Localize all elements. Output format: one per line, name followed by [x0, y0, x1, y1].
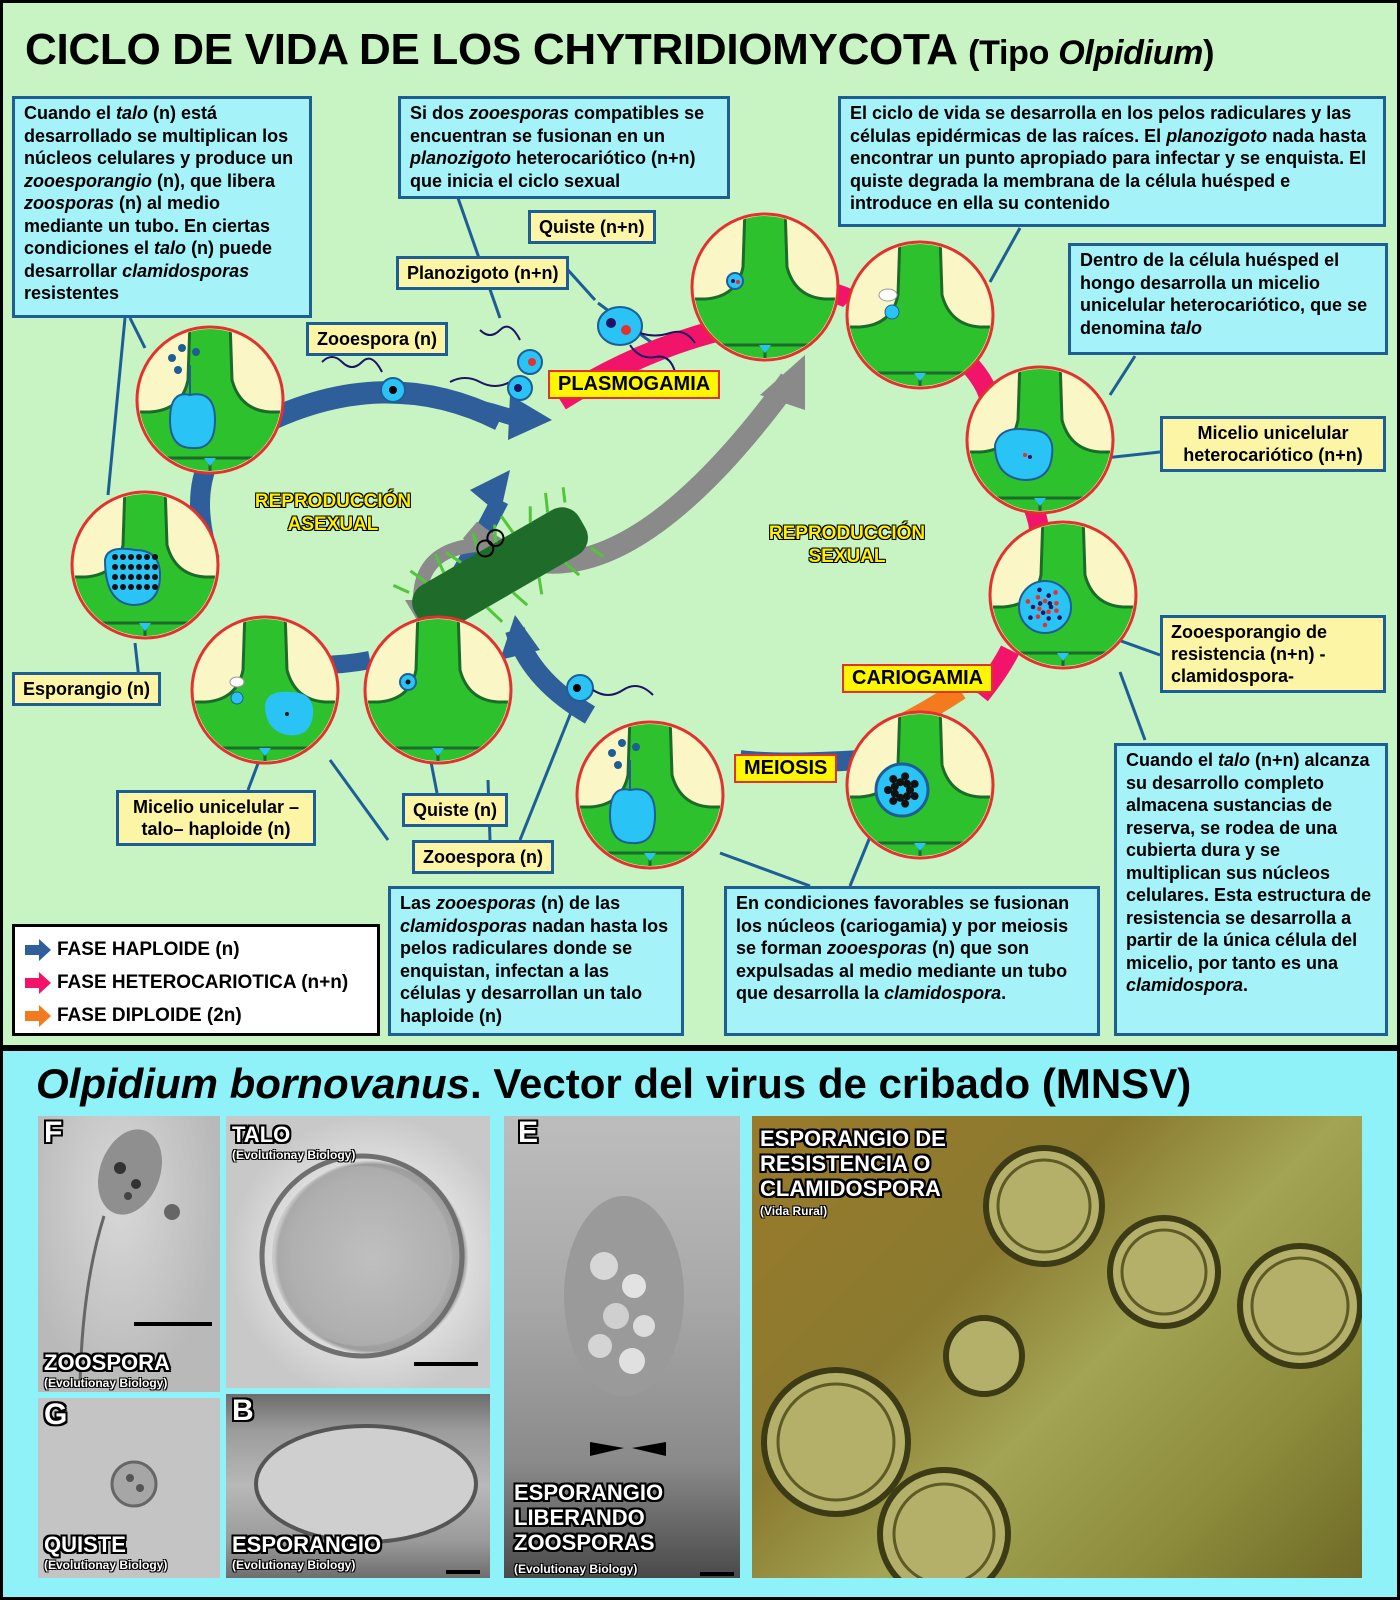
cycle-description-box: El ciclo de vida se desarrolla en los pe… — [838, 96, 1386, 227]
host-cell-circle — [690, 212, 840, 362]
photo-esporangio-liberando: E ESPORANGIO LIBERANDO ZOOSPORAS (Evolut… — [502, 1114, 742, 1580]
host-cell-circle — [965, 365, 1115, 515]
label-reproduccion-sexual: REPRODUCCIÓN SEXUAL — [768, 523, 926, 567]
label-micelio-heterocariotico: Micelio unicelular heterocariótico (n+n) — [1160, 416, 1386, 472]
zoospora-cell-drawing — [78, 1129, 180, 1387]
host-cell-circle — [190, 615, 340, 765]
legend-label: FASE DIPLOIDE (2n) — [57, 1004, 242, 1026]
legend-arrow-icon — [25, 971, 51, 994]
legend-item: FASE HAPLOIDE (n) — [23, 933, 369, 966]
legend: FASE HAPLOIDE (n) FASE HETEROCARIOTICA (n… — [12, 924, 380, 1036]
label-micelio-haploide: Micelio unicelular –talo– haploide (n) — [116, 790, 316, 846]
photo-letter-e: E — [518, 1116, 539, 1149]
photo-credit: (Evolutionay Biology) — [44, 1558, 168, 1572]
photo-credit: (Evolutionay Biology) — [514, 1562, 638, 1576]
host-cell-circle — [363, 615, 513, 765]
photo-zoospora: F ZOOSPORA (Evolutionay Biology) — [36, 1114, 222, 1394]
label-quiste-nn: Quiste (n+n) — [528, 210, 656, 244]
reserve-description-box: Cuando el talo (n+n) alcanza su desarrol… — [1114, 743, 1388, 1036]
photo-clamidospora: ESPORANGIO DE RESISTENCIA O CLAMIDOSPORA… — [750, 1114, 1364, 1580]
photo-credit: (Vida Rural) — [760, 1204, 828, 1218]
photo-label-liberando: ESPORANGIO LIBERANDO ZOOSPORAS — [514, 1480, 664, 1555]
photo-label-esporangio: ESPORANGIO — [232, 1532, 382, 1557]
legend-arrow-icon — [25, 938, 51, 961]
photo-label-clamidospora: ESPORANGIO DE RESISTENCIA O CLAMIDOSPORA — [760, 1126, 946, 1201]
photo-letter-f: F — [44, 1116, 63, 1149]
host-cell-circle — [575, 720, 725, 870]
legend-arrow-icon — [25, 1004, 51, 1027]
cycle-description-text: El ciclo de vida se desarrolla en los pe… — [850, 103, 1367, 213]
photo-credit: (Evolutionay Biology) — [232, 1558, 356, 1572]
fusion-description-box: Si dos zooesporas compatibles se encuent… — [398, 96, 730, 199]
photo-letter-g: G — [44, 1398, 68, 1431]
photo-talo: TALO (Evolutionay Biology) — [224, 1114, 492, 1390]
photo-letter-b: B — [232, 1394, 254, 1427]
scale-bar — [414, 1362, 478, 1366]
photo-label-zoospora: ZOOSPORA — [44, 1350, 170, 1375]
label-quiste-n: Quiste (n) — [402, 793, 508, 827]
quiste-cell-drawing — [110, 1460, 158, 1508]
photo-quiste: G QUISTE (Evolutionay Biology) — [36, 1396, 222, 1580]
photo-label-talo: TALO — [232, 1122, 291, 1147]
label-zooespora-bottom: Zooespora (n) — [412, 840, 554, 874]
legend-item: FASE HETEROCARIOTICA (n+n) — [23, 966, 369, 999]
label-planozigoto: Planozigoto (n+n) — [396, 256, 570, 290]
host-cell-circle — [135, 325, 285, 475]
favorable-conditions-box: En condiciones favorables se fusionan lo… — [724, 886, 1100, 1036]
host-cell-circle — [845, 240, 995, 390]
favorable-conditions-text: En condiciones favorables se fusionan lo… — [736, 893, 1070, 1003]
life-cycle-diagram — [70, 197, 1161, 888]
phase-cariogamia: CARIOGAMIA — [842, 664, 994, 693]
mycelium-description-text: Dentro de la célula huésped el hongo des… — [1080, 250, 1368, 338]
clamidospora-cells-drawing — [761, 1145, 1362, 1578]
talo-description-box: Cuando el talo (n) está desarrollado se … — [12, 96, 312, 318]
label-zooespora-top: Zooespora (n) — [306, 322, 448, 356]
scale-bar — [134, 1322, 212, 1326]
photo-credit: (Evolutionay Biology) — [232, 1148, 356, 1162]
fusion-description-text: Si dos zooesporas compatibles se encuent… — [410, 103, 705, 191]
page-title: CICLO DE VIDA DE LOS CHYTRIDIOMYCOTA (Ti… — [25, 25, 1215, 74]
host-cell-circle — [845, 710, 995, 860]
talo-description-text: Cuando el talo (n) está desarrollado se … — [24, 103, 294, 303]
liberando-cell-drawing — [564, 1196, 684, 1456]
label-esporangio: Esporangio (n) — [12, 672, 161, 706]
legend-label: FASE HETEROCARIOTICA (n+n) — [57, 971, 349, 993]
phase-plasmogamia: PLASMOGAMIA — [548, 370, 721, 399]
photo-credit: (Evolutionay Biology) — [44, 1376, 168, 1390]
photo-label-quiste: QUISTE — [44, 1532, 126, 1557]
talo-cell-drawing — [259, 1153, 465, 1359]
label-reproduccion-asexual: REPRODUCCIÓN ASEXUAL — [254, 491, 412, 535]
host-cell-circle — [988, 520, 1138, 670]
photo-esporangio: B ESPORANGIO (Evolutionay Biology) — [224, 1392, 492, 1580]
phase-meiosis: MEIOSIS — [734, 754, 838, 783]
esporangio-cell-drawing — [254, 1424, 478, 1544]
legend-label: FASE HAPLOIDE (n) — [57, 938, 240, 960]
label-zooesporangio-resistencia: Zooesporangio de resistencia (n+n) -clam… — [1160, 615, 1386, 693]
legend-item: FASE DIPLOIDE (2n) — [23, 999, 369, 1032]
mycelium-description-box: Dentro de la célula huésped el hongo des… — [1068, 243, 1388, 355]
bottom-title: Olpidium bornovanus. Vector del virus de… — [36, 1060, 1192, 1107]
zoospores-description-text: Las zooesporas (n) de las clamidosporas … — [400, 893, 669, 1026]
host-cell-circle — [70, 490, 220, 640]
reserve-description-text: Cuando el talo (n+n) alcanza su desarrol… — [1126, 750, 1372, 995]
scale-bar — [700, 1572, 734, 1576]
scale-bar — [446, 1570, 480, 1574]
free-spores — [321, 306, 696, 702]
zoospores-description-box: Las zooesporas (n) de las clamidosporas … — [388, 886, 684, 1036]
